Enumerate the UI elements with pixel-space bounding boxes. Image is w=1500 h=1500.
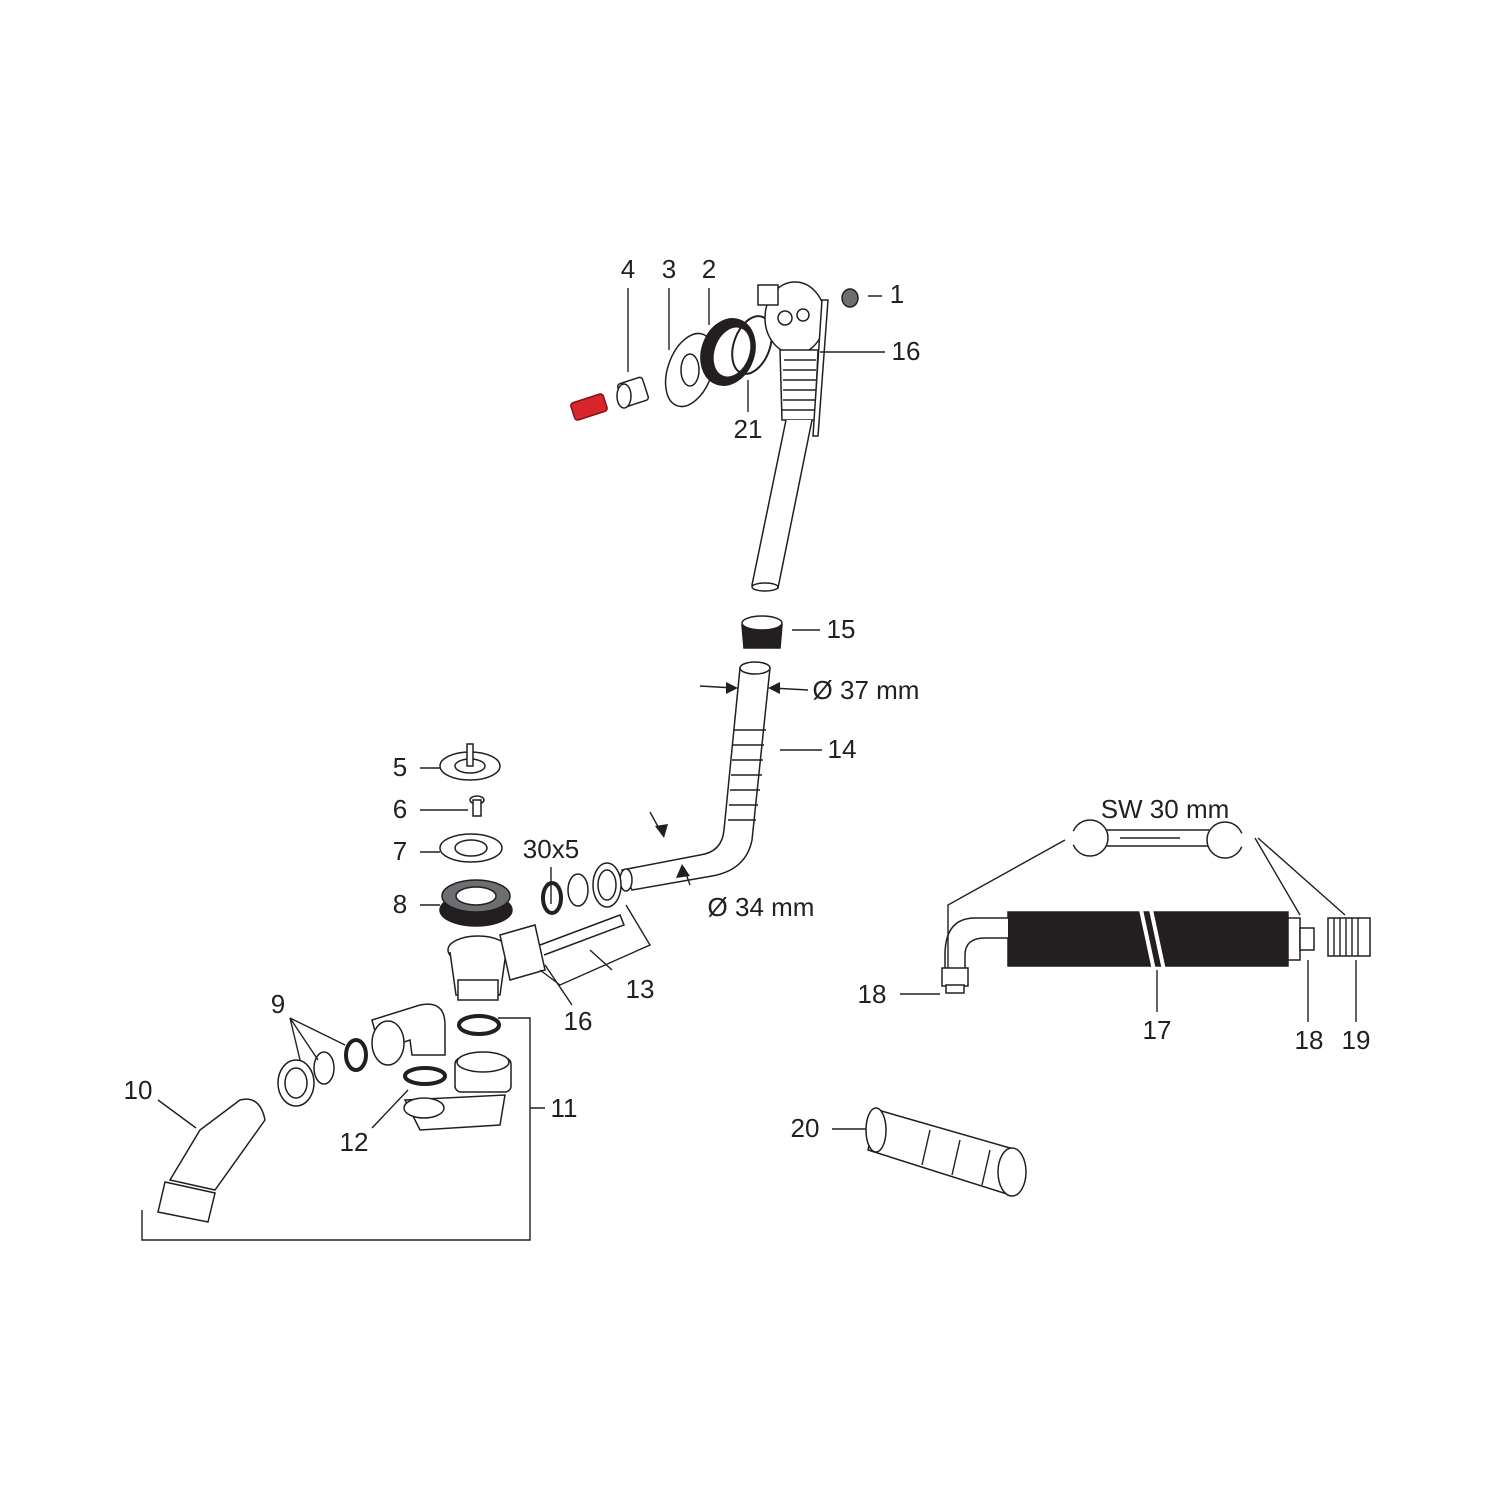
callout-12: 12	[340, 1127, 369, 1157]
dimension-34mm: Ø 34 mm	[708, 892, 815, 922]
callout-16-bottom: 16	[564, 1006, 593, 1036]
part-4-red-spindle	[570, 393, 608, 421]
callout-13: 13	[626, 974, 655, 1004]
callout-11: 11	[551, 1093, 578, 1123]
callout-17: 17	[1143, 1015, 1172, 1045]
callout-16-top: 16	[892, 336, 921, 366]
callout-20: 20	[791, 1113, 820, 1143]
callout-19: 19	[1342, 1025, 1371, 1055]
callout-10: 10	[124, 1075, 153, 1105]
dimension-37mm: Ø 37 mm	[813, 675, 920, 705]
wrench-lines	[947, 837, 1346, 968]
part-17-hose	[1007, 904, 1315, 976]
part-4-sleeve	[616, 376, 650, 409]
callout-8: 8	[393, 889, 407, 919]
part-1-cap	[841, 288, 859, 308]
callout-2: 2	[702, 254, 716, 284]
part-7-strainer	[439, 833, 503, 863]
part-5-plug	[439, 743, 501, 781]
dimension-wrench-sw30: SW 30 mm	[1101, 794, 1230, 824]
callout-5: 5	[393, 752, 407, 782]
part-19-nipple	[1327, 917, 1371, 957]
part-8-seal	[439, 879, 513, 927]
part-13-union	[539, 862, 652, 986]
callout-9: 9	[271, 989, 285, 1019]
part-20-tool	[865, 1107, 1027, 1197]
part-14-pipe	[619, 661, 771, 892]
part-21-oring	[731, 315, 773, 375]
overflow-housing	[751, 281, 829, 592]
dimension-arrows	[649, 682, 809, 886]
dimension-oring-30x5: 30x5	[523, 834, 579, 864]
callout-4: 4	[621, 254, 635, 284]
part-15-adapter	[741, 615, 783, 649]
wrench-icon	[1067, 819, 1249, 859]
part-2-gasket	[700, 318, 756, 386]
callout-6: 6	[393, 794, 407, 824]
callout-14: 14	[828, 734, 857, 764]
callout-15: 15	[827, 614, 856, 644]
part-18-elbow	[941, 917, 1008, 994]
callout-21: 21	[734, 414, 763, 444]
part-6-screw	[469, 795, 485, 817]
callout-18-right: 18	[1295, 1025, 1324, 1055]
callout-3: 3	[662, 254, 676, 284]
part-10-tailpiece	[157, 1098, 266, 1223]
callout-18-left: 18	[858, 979, 887, 1009]
trap-assembly	[277, 1003, 512, 1131]
callout-1: 1	[890, 279, 904, 309]
callout-7: 7	[393, 836, 407, 866]
leader-lines	[141, 288, 1357, 1241]
waste-body	[447, 914, 625, 1001]
